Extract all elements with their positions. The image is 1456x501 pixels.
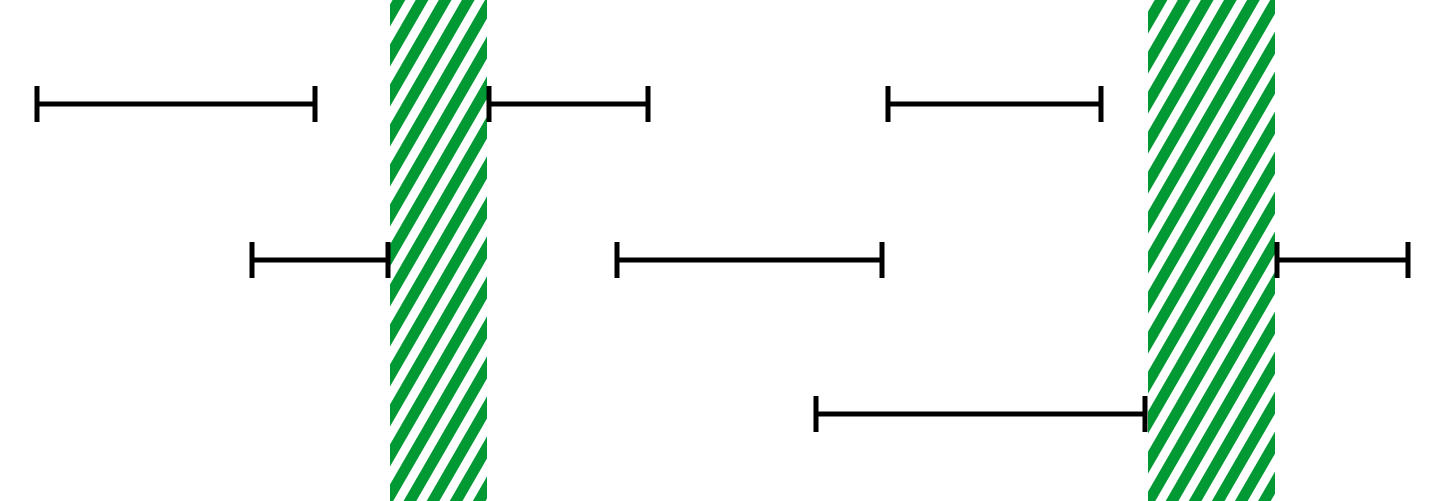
interval-row1-c <box>885 86 1104 122</box>
interval-row1-a <box>34 86 318 122</box>
interval-row1-b <box>486 86 651 122</box>
interval-row3-a <box>813 396 1148 432</box>
hatched-bands <box>390 0 1275 501</box>
hatched-band-1 <box>390 0 487 501</box>
interval-row2-b <box>614 242 885 278</box>
interval-row2-c <box>1274 242 1411 278</box>
interval-row2-a <box>249 242 391 278</box>
hatched-band-2 <box>1148 0 1275 501</box>
intervals <box>34 86 1411 432</box>
